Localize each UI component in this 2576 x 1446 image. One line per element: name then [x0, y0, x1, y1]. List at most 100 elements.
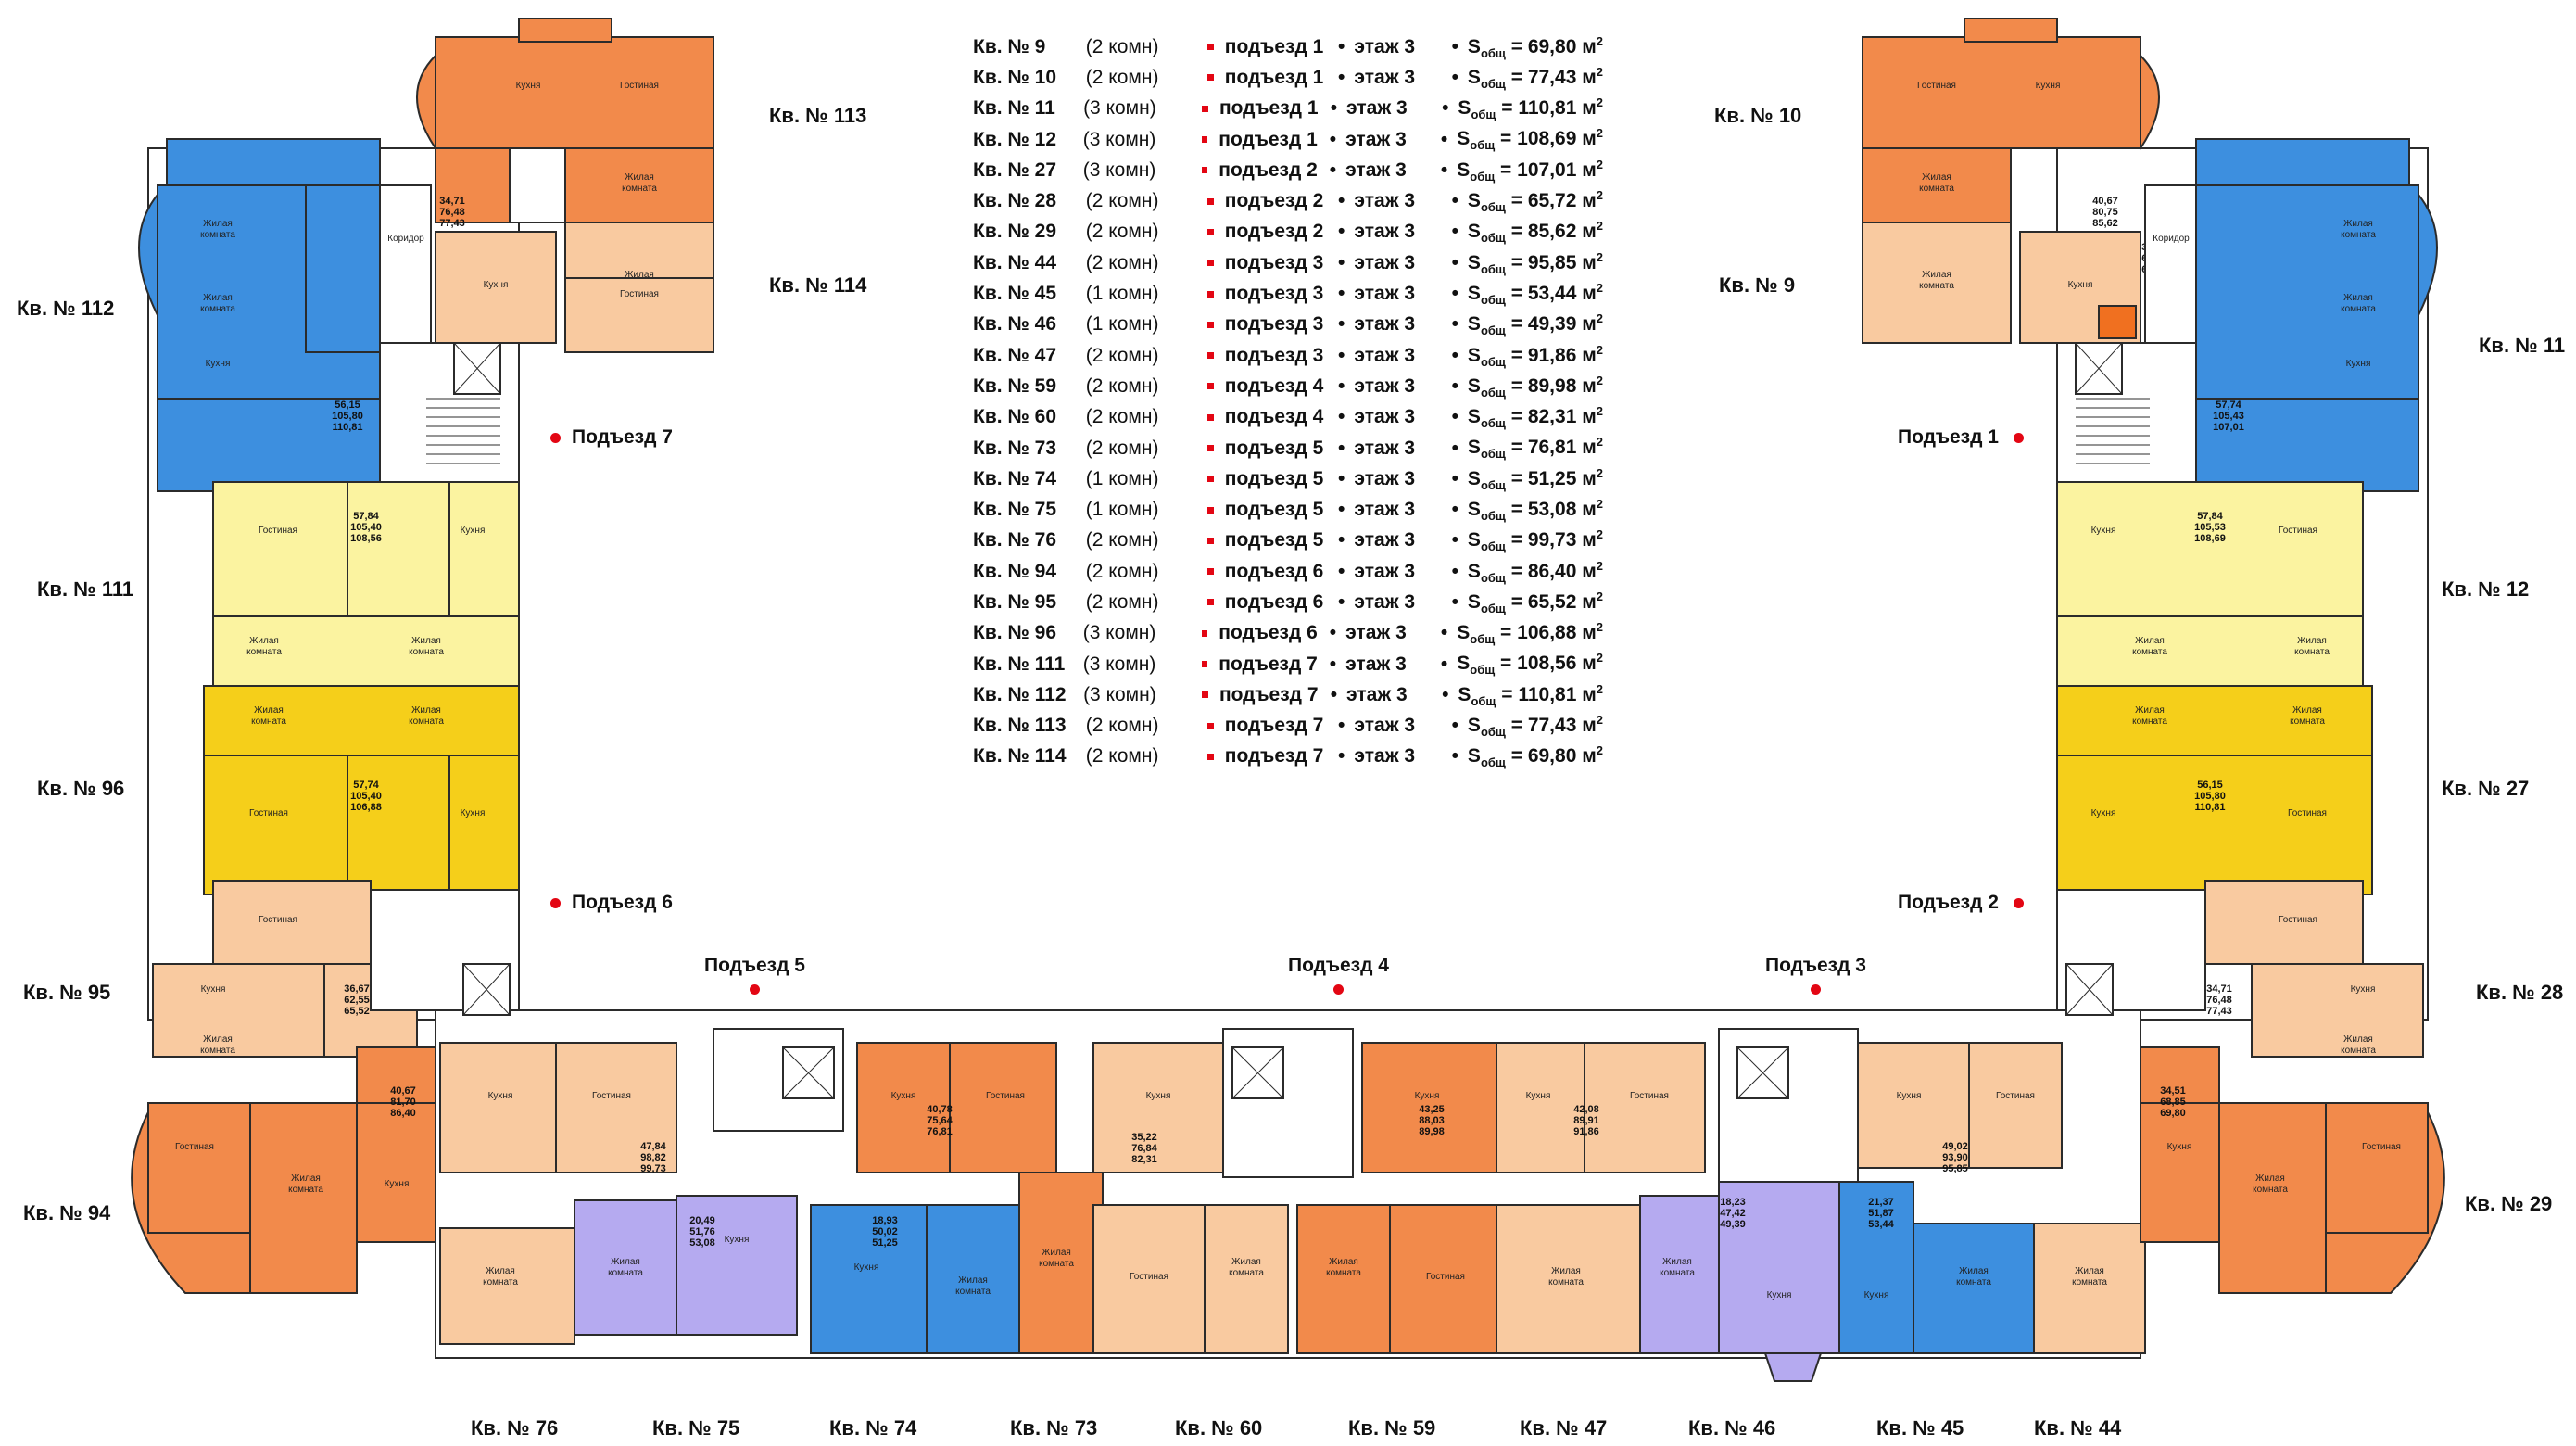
- entrance-dot-icon: [2013, 432, 2024, 443]
- legend-separator: •: [1338, 499, 1345, 521]
- entrance-dot-icon: [1810, 984, 1821, 995]
- legend-floor: этаж 3: [1345, 653, 1407, 675]
- apartment-area-summary: 82,31: [1131, 1154, 1157, 1165]
- legend-room-count: (3 комн): [1082, 128, 1156, 150]
- legend-entrance: подъезд 1: [1224, 66, 1324, 88]
- bullet-square-icon: [1207, 197, 1214, 205]
- legend-apt-number: Кв. № 47: [973, 344, 1056, 366]
- apartment-area-summary: 86,40: [390, 1108, 416, 1119]
- label-apt-45: Кв. № 45: [1876, 1416, 1964, 1440]
- legend-room-count: (2 комн): [1085, 437, 1159, 459]
- legend-row: Кв. № 9(2 комн)подъезд 1•этаж 3•Sобщ = 6…: [973, 32, 1603, 62]
- room: [2056, 481, 2364, 617]
- balcony: [518, 18, 612, 43]
- legend-apt-number: Кв. № 59: [973, 374, 1056, 397]
- room-label: комната: [2294, 647, 2330, 657]
- legend-row: Кв. № 27(3 комн)подъезд 2•этаж 3•Sобщ = …: [973, 155, 1603, 185]
- bullet-square-icon: [1207, 228, 1214, 235]
- label-apt-46: Кв. № 46: [1688, 1416, 1776, 1440]
- room-label: Жилая: [1922, 172, 1951, 183]
- legend-row: Кв. № 59(2 комн)подъезд 4•этаж 3•Sобщ = …: [973, 371, 1603, 401]
- bay-window: [2325, 1111, 2445, 1294]
- legend-area: Sобщ = 110,81 м2: [1458, 95, 1603, 122]
- legend-separator: •: [1451, 499, 1458, 521]
- legend-separator: •: [1329, 128, 1337, 150]
- balcony: [2195, 138, 2410, 186]
- room-label: комната: [2290, 717, 2325, 727]
- legend-floor: этаж 3: [1354, 190, 1416, 212]
- apartment-area-summary: 68,85: [2160, 1097, 2186, 1108]
- room-label: Кухня: [484, 280, 509, 290]
- apartment-area-summary: 53,08: [689, 1237, 715, 1249]
- legend-apt-number: Кв. № 76: [973, 529, 1056, 552]
- room: [356, 1046, 436, 1104]
- apartment-area-summary: 105,43: [2213, 411, 2244, 422]
- room-label: Гостиная: [249, 808, 288, 818]
- room-label: Жилая: [203, 219, 233, 229]
- legend-area: Sобщ = 106,88 м2: [1457, 620, 1603, 647]
- apartment-area-summary: 57,84: [353, 511, 379, 522]
- legend-separator: •: [1440, 622, 1448, 644]
- balcony: [166, 138, 381, 186]
- entrance-2-text: Подъезд 2: [1898, 892, 1999, 913]
- label-apt-59: Кв. № 59: [1348, 1416, 1436, 1440]
- apartment-area-summary: 75,64: [927, 1115, 953, 1126]
- room-label: Кухня: [2351, 984, 2376, 995]
- legend-floor: этаж 3: [1345, 128, 1407, 150]
- label-apt-12: Кв. № 12: [2442, 577, 2530, 601]
- label-apt-44: Кв. № 44: [2034, 1416, 2122, 1440]
- apartment-area-summary: 34,51: [2160, 1085, 2186, 1097]
- legend-separator: •: [1442, 97, 1449, 120]
- entrance-dot-icon: [749, 984, 760, 995]
- legend-area: Sобщ = 107,01 м2: [1457, 157, 1603, 184]
- legend-room-count: (2 комн): [1085, 745, 1159, 767]
- legend-apt-number: Кв. № 96: [973, 622, 1056, 644]
- legend-separator: •: [1338, 313, 1345, 336]
- legend-floor: этаж 3: [1354, 467, 1416, 489]
- label-apt-11: Кв. № 11: [2479, 334, 2566, 357]
- room-label: Кухня: [1767, 1290, 1792, 1300]
- room: [212, 615, 520, 691]
- legend-floor: этаж 3: [1354, 313, 1416, 336]
- legend-area: Sобщ = 85,62 м2: [1467, 219, 1603, 246]
- apartment-area-summary: 36,67: [344, 983, 370, 995]
- room-label: Жилая: [249, 636, 279, 646]
- bullet-square-icon: [1201, 136, 1208, 144]
- room-label: Гостиная: [1426, 1272, 1465, 1282]
- legend-separator: •: [1330, 97, 1338, 120]
- room-label: комната: [1956, 1277, 1991, 1287]
- room-label: комната: [251, 717, 286, 727]
- legend-row: Кв. № 45(1 комн)подъезд 3•этаж 3•Sобщ = …: [973, 278, 1603, 309]
- room: [435, 36, 714, 149]
- legend-area: Sобщ = 65,72 м2: [1467, 188, 1603, 215]
- room-label: Жилая: [958, 1275, 988, 1286]
- room: [1584, 1042, 1706, 1173]
- room: [2056, 685, 2373, 756]
- legend-apt-number: Кв. № 9: [973, 35, 1046, 57]
- legend-separator: •: [1451, 745, 1458, 767]
- room-label: Гостиная: [592, 1091, 631, 1101]
- entrance-dot-icon: [1332, 984, 1344, 995]
- room: [1092, 1042, 1224, 1173]
- legend-row: Кв. № 46(1 комн)подъезд 3•этаж 3•Sобщ = …: [973, 310, 1603, 340]
- room-label: Гостиная: [1630, 1091, 1669, 1101]
- apartment-area-summary: 76,48: [2206, 995, 2232, 1006]
- label-apt-96: Кв. № 96: [37, 777, 125, 800]
- legend-row: Кв. № 95(2 комн)подъезд 6•этаж 3•Sобщ = …: [973, 587, 1603, 617]
- room: [856, 1042, 951, 1173]
- room: [574, 1199, 677, 1336]
- apartment-area-summary: 49,02: [1942, 1141, 1968, 1152]
- legend-entrance: подъезд 7: [1219, 653, 1318, 675]
- legend-separator: •: [1338, 221, 1345, 243]
- apartment-area-summary: 51,25: [872, 1237, 898, 1249]
- legend-entrance: подъезд 2: [1219, 159, 1318, 181]
- room-label: комната: [2341, 1046, 2376, 1056]
- legend-apt-number: Кв. № 29: [973, 221, 1056, 243]
- bullet-square-icon: [1202, 691, 1208, 699]
- apartment-area-summary: 91,86: [1573, 1126, 1599, 1137]
- legend-room-count: (2 комн): [1085, 590, 1159, 613]
- room-label: Кухня: [201, 984, 226, 995]
- legend-separator: •: [1338, 66, 1345, 88]
- legend-separator: •: [1451, 313, 1458, 336]
- legend-separator: •: [1451, 190, 1458, 212]
